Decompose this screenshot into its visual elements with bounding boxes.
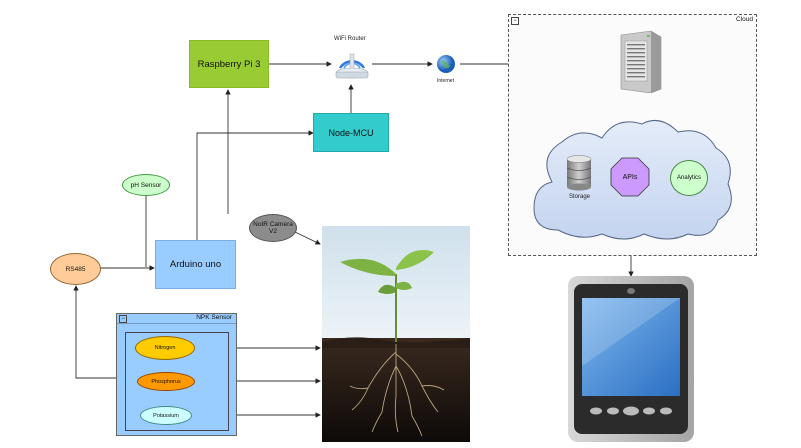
plant-image xyxy=(322,226,470,442)
nitrogen-label: Nitrogen xyxy=(154,345,176,351)
analytics-label: Analytics xyxy=(676,175,701,181)
ph-sensor-node: pH Sensor xyxy=(122,174,170,196)
phosphorus-label: Phosphorus xyxy=(151,378,181,385)
ph-sensor-label: pH Sensor xyxy=(130,181,162,189)
npk-panel-title: NPK Sensor xyxy=(196,314,232,321)
nodemcu-node: Node-MCU xyxy=(313,113,389,152)
arduino-node: Arduino uno xyxy=(155,240,236,289)
analytics-node: Analytics xyxy=(670,160,708,196)
raspberry-pi-node: Raspberry Pi 3 xyxy=(189,40,269,88)
collapse-icon[interactable]: − xyxy=(119,315,127,323)
cloud-collapse-icon[interactable]: − xyxy=(511,17,519,25)
apis-label: APIs xyxy=(622,173,638,181)
cloud-title: Cloud xyxy=(736,16,753,23)
server-icon xyxy=(617,29,663,94)
nodemcu-label: Node-MCU xyxy=(328,127,374,138)
noir-camera-label: NoIR Camera V2 xyxy=(253,221,293,235)
link-camera-plant xyxy=(294,231,321,245)
mobile-device-icon xyxy=(568,276,694,442)
link-arduino-nodemcu xyxy=(196,130,314,240)
arduino-label: Arduino uno xyxy=(169,259,222,270)
internet-label: Internet xyxy=(437,78,454,84)
apis-node: APIs xyxy=(610,157,650,197)
phosphorus-node: Phosphorus xyxy=(137,372,195,391)
npk-inner-frame xyxy=(125,332,229,431)
nitrogen-node: Nitrogen xyxy=(135,336,195,360)
potassium-node: Potassium xyxy=(140,406,192,425)
wifi-router-icon xyxy=(332,46,372,84)
rs485-node: RS485 xyxy=(50,253,101,285)
internet-globe-icon xyxy=(436,54,456,74)
storage-icon xyxy=(565,155,593,191)
noir-camera-node: NoIR Camera V2 xyxy=(249,214,297,242)
npk-panel-header xyxy=(117,314,236,324)
raspberry-pi-label: Raspberry Pi 3 xyxy=(197,58,261,70)
potassium-label: Potassium xyxy=(153,412,179,419)
wifi-router-label: WiFi Router xyxy=(334,36,366,42)
rs485-label: RS485 xyxy=(65,265,86,273)
storage-label: Storage xyxy=(569,194,591,200)
